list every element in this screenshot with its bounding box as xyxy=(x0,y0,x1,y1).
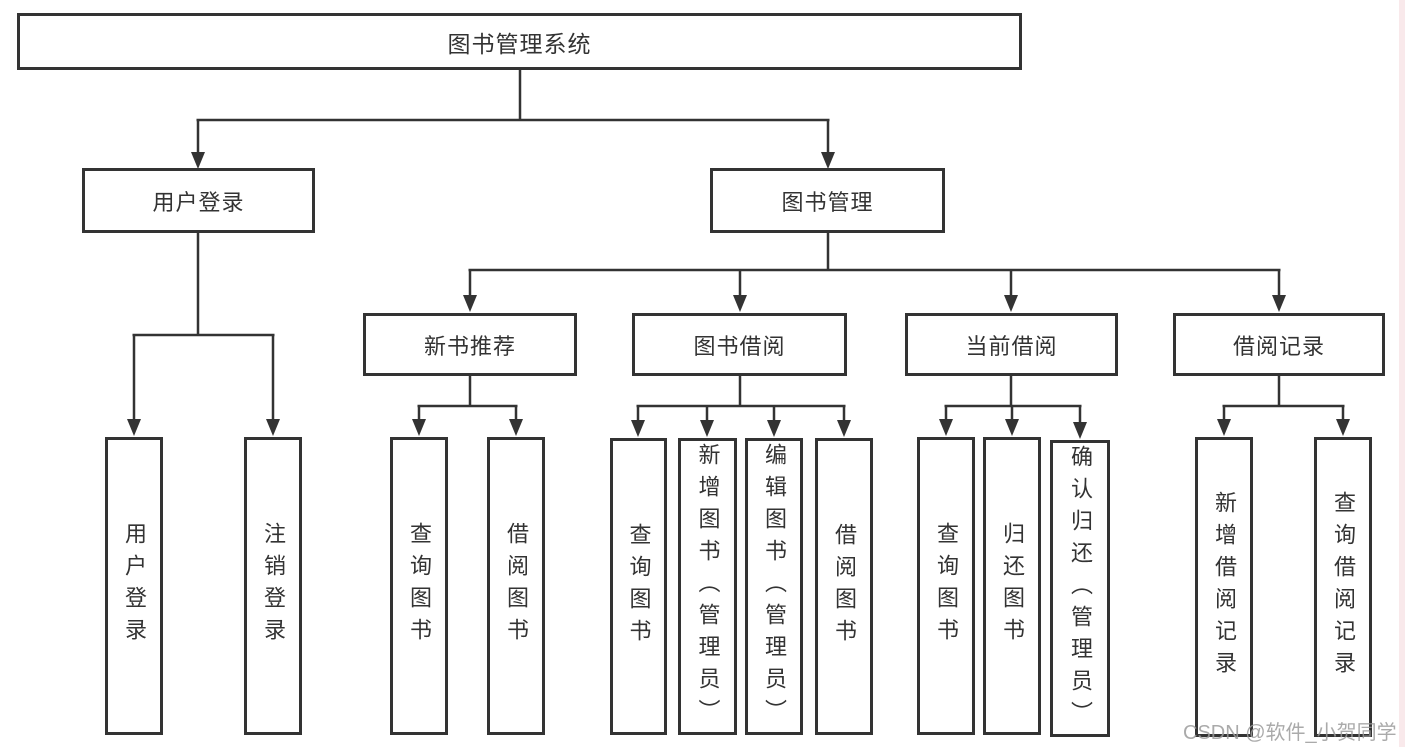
leaf-current-query-books-label: 查询图书 xyxy=(934,522,959,650)
leaf-current-confirm-return-admin: 确认归还（管理员） xyxy=(1050,440,1110,737)
leaf-records-add-record: 新增借阅记录 xyxy=(1195,437,1253,737)
leaf-logout-label: 注销登录 xyxy=(261,522,286,650)
node-current-borrowing: 当前借阅 xyxy=(905,313,1118,376)
leaf-borrowing-add-books-admin: 新增图书（管理员） xyxy=(678,438,737,735)
leaf-borrowing-add-books-admin-label: 新增图书（管理员） xyxy=(695,442,721,731)
csdn-watermark: CSDN @软件_小贺同学 xyxy=(1183,722,1397,744)
leaf-user-login: 用户登录 xyxy=(105,437,163,735)
leaf-user-login-label: 用户登录 xyxy=(122,522,147,650)
node-user-login-label: 用户登录 xyxy=(152,189,245,215)
node-new-book-recommendation-label: 新书推荐 xyxy=(423,333,516,359)
leaf-records-add-record-label: 新增借阅记录 xyxy=(1212,491,1237,683)
right-edge-strip xyxy=(1399,0,1405,747)
node-new-book-recommendation: 新书推荐 xyxy=(363,313,577,376)
node-borrowing-records-label: 借阅记录 xyxy=(1232,333,1325,359)
node-user-login: 用户登录 xyxy=(82,168,315,233)
leaf-current-confirm-return-admin-label: 确认归还（管理员） xyxy=(1068,444,1093,733)
leaf-borrowing-borrow-books: 借阅图书 xyxy=(815,438,873,735)
leaf-newrec-query-books: 查询图书 xyxy=(390,437,448,735)
leaf-records-query-record: 查询借阅记录 xyxy=(1314,437,1372,737)
leaf-borrowing-borrow-books-label: 借阅图书 xyxy=(832,522,857,651)
node-book-management: 图书管理 xyxy=(710,168,945,233)
leaf-current-return-books-label: 归还图书 xyxy=(1000,522,1025,650)
node-book-borrowing-label: 图书借阅 xyxy=(693,333,786,359)
node-library-system-label: 图书管理系统 xyxy=(447,30,592,57)
node-book-borrowing: 图书借阅 xyxy=(632,313,847,376)
node-borrowing-records: 借阅记录 xyxy=(1173,313,1385,376)
leaf-borrowing-edit-books-admin: 编辑图书（管理员） xyxy=(745,438,803,735)
leaf-current-query-books: 查询图书 xyxy=(917,437,975,735)
node-library-system: 图书管理系统 xyxy=(17,13,1022,70)
node-book-management-label: 图书管理 xyxy=(781,189,874,215)
leaf-borrowing-query-books: 查询图书 xyxy=(610,438,667,735)
leaf-logout: 注销登录 xyxy=(244,437,302,735)
leaf-newrec-borrow-books-label: 借阅图书 xyxy=(504,522,529,650)
leaf-records-query-record-label: 查询借阅记录 xyxy=(1331,491,1356,683)
leaf-newrec-borrow-books: 借阅图书 xyxy=(487,437,545,735)
node-current-borrowing-label: 当前借阅 xyxy=(965,333,1058,359)
leaf-borrowing-edit-books-admin-label: 编辑图书（管理员） xyxy=(762,442,787,731)
leaf-newrec-query-books-label: 查询图书 xyxy=(407,522,432,650)
leaf-current-return-books: 归还图书 xyxy=(983,437,1041,735)
leaf-borrowing-query-books-label: 查询图书 xyxy=(626,522,652,651)
